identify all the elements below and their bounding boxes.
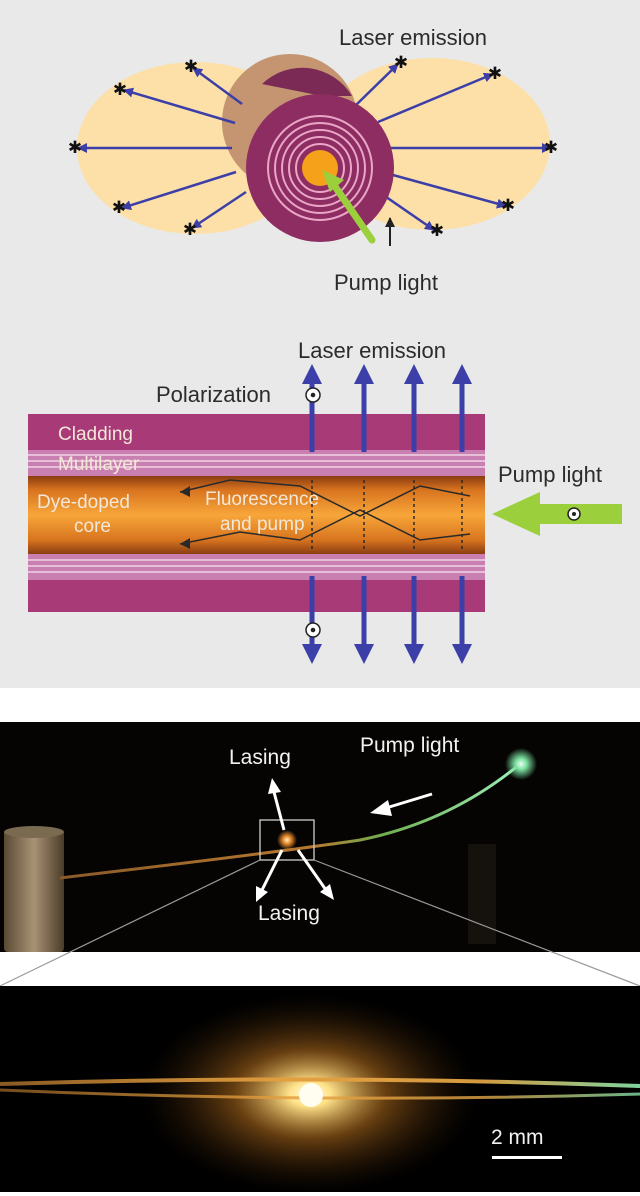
fiber-laser-photo-graphic: Lasing Pump light Lasing: [4, 734, 537, 952]
scale-bar: [492, 1156, 562, 1159]
multilayer-label: Multilayer: [58, 454, 140, 475]
star-icon: ✱: [112, 198, 126, 218]
fluorescence-path-arrowheads: [180, 486, 190, 549]
core-band: [28, 476, 485, 554]
zoomed-fiber-upper: [0, 1077, 640, 1088]
emission-ray: [121, 170, 237, 211]
star-icon: ✱: [501, 196, 515, 216]
multilayer-bottom: [28, 554, 485, 580]
cladding-bottom: [28, 580, 485, 612]
cross-section-pump-light-label: Pump light: [334, 270, 438, 295]
lasing-top-label: Lasing: [229, 746, 291, 769]
fiber-tip-glow: [505, 748, 537, 780]
side-pump-polarization-icon: [567, 507, 581, 521]
cross-section-laser-emission-label: Laser emission: [339, 25, 487, 50]
lasing-bright-spot: [299, 1083, 323, 1107]
pump-arrowhead: [322, 170, 344, 192]
star-icon: ✱: [68, 138, 82, 158]
fiber-laser-photo: Lasing Pump light Lasing: [0, 722, 640, 952]
side-pump-arrowhead: [492, 492, 540, 536]
holder-top: [4, 826, 64, 838]
fluorescence-label-line2: and pump: [220, 514, 305, 535]
star-icon: ✱: [184, 57, 198, 77]
emission-ray: [192, 66, 243, 106]
multilayer-top-lines: [28, 454, 485, 468]
multilayer-rings: [267, 115, 373, 221]
star-icon: ✱: [394, 53, 408, 73]
fiber-laser-schematic-panel: ✱ ✱ ✱ ✱ ✱ ✱ ✱ ✱ ✱ ✱ Laser emission Pump …: [0, 0, 640, 688]
side-view: Laser emission Polarization Cladding Mul…: [28, 338, 622, 664]
star-icon: ✱: [113, 80, 127, 100]
emission-stars: ✱ ✱ ✱ ✱ ✱ ✱ ✱ ✱ ✱ ✱: [68, 53, 558, 241]
right-background-object: [468, 844, 496, 944]
side-pump-light-label: Pump light: [498, 462, 602, 487]
cross-section-view: ✱ ✱ ✱ ✱ ✱ ✱ ✱ ✱ ✱ ✱ Laser emission Pump …: [68, 25, 558, 295]
zoom-region-box: [259, 819, 315, 861]
zoomed-lasing-graphic: 2 mm: [0, 994, 640, 1192]
emission-ray: [191, 190, 247, 230]
emission-ray: [355, 63, 399, 106]
emission-ray: [381, 170, 507, 209]
cladding-top: [28, 414, 485, 450]
polarization-dot-bottom-icon: [305, 622, 321, 638]
scale-bar-label: 2 mm: [491, 1126, 544, 1149]
lasing-bottom-label: Lasing: [258, 902, 320, 925]
star-icon: ✱: [544, 138, 558, 158]
fluorescence-paths: [179, 479, 471, 550]
left-fiber-holder: [4, 830, 64, 952]
fiber-strand: [59, 762, 521, 880]
emission-ray: [123, 87, 236, 125]
outer-cladding-cap: [262, 67, 352, 96]
pump-light-photo-label: Pump light: [360, 734, 459, 757]
star-icon: ✱: [183, 220, 197, 240]
polarization-label: Polarization: [156, 382, 271, 407]
pump-arrow: [330, 181, 376, 244]
core-label-line1: Dye-doped: [37, 492, 130, 513]
zoomed-lasing-photo: 2 mm: [0, 986, 640, 1192]
emission-ray: [377, 72, 494, 124]
star-icon: ✱: [488, 64, 502, 84]
star-icon: ✱: [430, 221, 444, 241]
core-label-line2: core: [74, 516, 111, 537]
downward-emission-arrows: [302, 576, 472, 664]
emission-rays: [77, 63, 552, 232]
pump-direction-arrow: [370, 792, 433, 816]
multilayer-bottom-lines: [28, 559, 485, 573]
fiber-laser-schematic: ✱ ✱ ✱ ✱ ✱ ✱ ✱ ✱ ✱ ✱ Laser emission Pump …: [28, 25, 622, 664]
upward-emission-arrows: [302, 364, 472, 452]
side-laser-emission-label: Laser emission: [298, 338, 446, 363]
lasing-spot: [277, 830, 297, 850]
cladding-label: Cladding: [58, 424, 133, 445]
polarization-dot-top-icon: [305, 387, 321, 403]
fluorescence-label-line1: Fluorescence: [205, 489, 319, 510]
